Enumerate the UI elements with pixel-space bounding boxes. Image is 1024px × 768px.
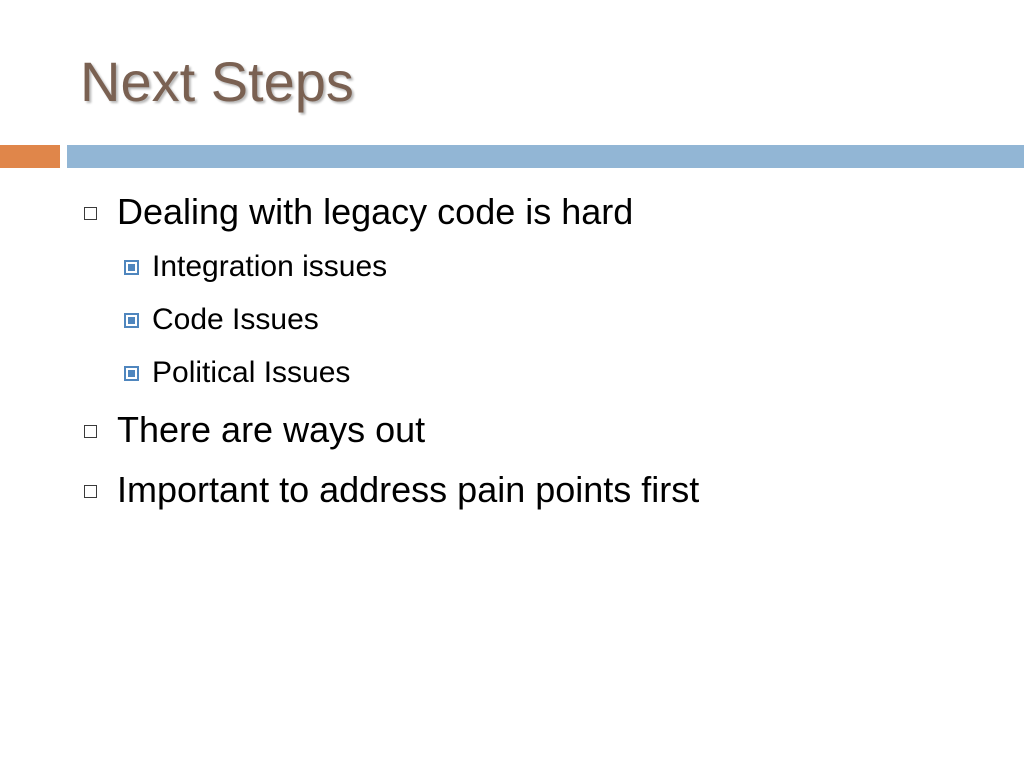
sub-bullet-item: Integration issues xyxy=(124,250,388,284)
hollow-square-icon xyxy=(84,425,97,438)
hollow-square-icon xyxy=(84,207,97,220)
filled-square-icon xyxy=(124,260,139,275)
sub-bullet-item: Political Issues xyxy=(124,356,351,390)
sub-bullet-text: Code Issues xyxy=(152,303,319,336)
sub-bullet-item: Code Issues xyxy=(124,303,319,337)
bullet-item: Dealing with legacy code is hard xyxy=(84,191,634,232)
title-rule-bar xyxy=(67,145,1024,168)
filled-square-icon xyxy=(124,366,139,381)
bullet-text: There are ways out xyxy=(117,409,426,450)
hollow-square-icon xyxy=(84,485,97,498)
bullet-item: Important to address pain points first xyxy=(84,469,700,510)
bullet-text: Dealing with legacy code is hard xyxy=(117,191,634,232)
sub-bullet-text: Integration issues xyxy=(152,250,388,283)
title-accent-bar xyxy=(0,145,60,168)
sub-bullet-text: Political Issues xyxy=(152,356,351,389)
filled-square-icon xyxy=(124,313,139,328)
slide-title: Next Steps xyxy=(80,50,354,113)
bullet-text: Important to address pain points first xyxy=(117,469,700,510)
bullet-item: There are ways out xyxy=(84,409,426,450)
